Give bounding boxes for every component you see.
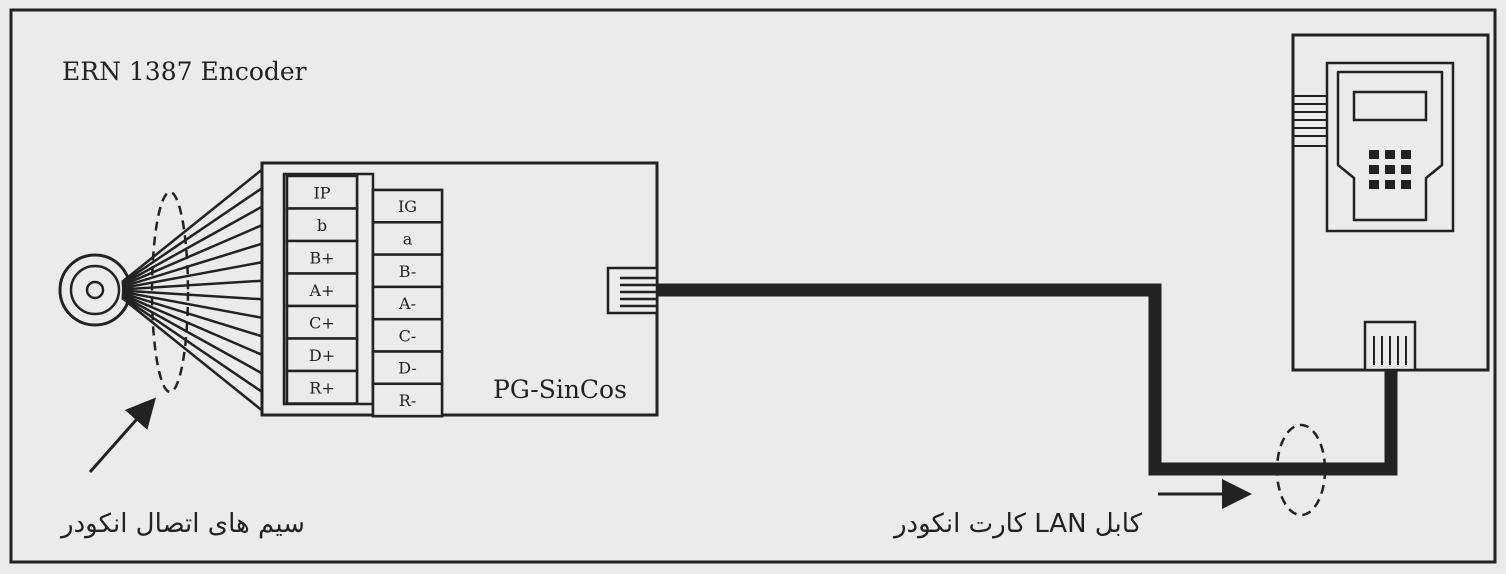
right-terminal xyxy=(371,285,444,321)
encoder-wire xyxy=(121,291,265,339)
encoder-wire xyxy=(121,185,265,285)
left-terminal xyxy=(285,272,359,308)
left-terminal xyxy=(285,304,359,340)
keypad-key xyxy=(1385,150,1395,159)
right-terminal-label: B- xyxy=(399,262,416,281)
wires-label: سیم های اتصال انکودر xyxy=(59,509,305,539)
right-terminal xyxy=(371,253,444,289)
encoder-wire xyxy=(121,294,265,376)
left-terminal xyxy=(285,239,359,275)
left-terminal xyxy=(285,369,359,405)
keypad-key xyxy=(1385,180,1395,189)
keypad-key xyxy=(1369,165,1379,174)
encoder-wire xyxy=(121,289,265,301)
right-terminal-label: C- xyxy=(399,326,417,345)
left-terminal-block: IP bB+ A+ C+ D+ R+ xyxy=(282,172,375,406)
encoder-wire xyxy=(121,295,265,395)
encoder-wire xyxy=(121,167,265,283)
right-terminal xyxy=(371,221,444,256)
encoder-wire xyxy=(121,260,265,290)
encoder-wire xyxy=(121,293,265,357)
cable-highlight-ellipse xyxy=(1275,423,1327,517)
left-terminal-label: B+ xyxy=(309,248,334,267)
left-terminal-label: C+ xyxy=(309,313,335,332)
wires-arrow xyxy=(88,397,156,473)
keypad-key xyxy=(1369,180,1379,189)
right-terminal-label: IG xyxy=(398,197,417,216)
right-terminal-label: R- xyxy=(399,391,416,410)
encoder-wire xyxy=(121,290,265,320)
board-label: PG-SinCos xyxy=(493,375,627,404)
right-terminal-label: D- xyxy=(398,359,417,378)
keypad-icon xyxy=(1336,70,1444,222)
right-terminal-label: A- xyxy=(398,294,416,313)
encoder-wire xyxy=(121,297,265,413)
encoder-label: ERN 1387 Encoder xyxy=(62,57,307,86)
left-terminal xyxy=(285,174,359,210)
left-terminal-label: D+ xyxy=(309,346,335,365)
encoder-wire xyxy=(121,241,265,289)
keypad-key xyxy=(1401,150,1411,159)
wires-highlight-ellipse xyxy=(150,190,190,394)
right-terminal xyxy=(371,188,444,224)
device-lan-port xyxy=(1363,320,1417,372)
right-terminal-block: IG aB- A- C- D- R- xyxy=(371,188,444,418)
encoder-wires xyxy=(121,167,265,413)
left-terminal-label: R+ xyxy=(309,378,334,397)
lan-cable xyxy=(657,283,1398,476)
cable-label: کابل LAN کارت انکودر xyxy=(892,509,1143,539)
keypad-key xyxy=(1385,165,1395,174)
left-terminal-label: b xyxy=(317,216,327,235)
right-terminal-label: a xyxy=(403,229,413,248)
encoder-icon xyxy=(58,253,132,327)
board-lan-port xyxy=(606,266,659,315)
keypad-key xyxy=(1369,150,1379,159)
encoder-wire xyxy=(121,279,265,291)
right-terminal xyxy=(371,382,444,418)
keypad-key xyxy=(1401,180,1411,189)
keypad-key xyxy=(1401,165,1411,174)
left-terminal-label: IP xyxy=(313,183,330,202)
left-terminal-label: A+ xyxy=(309,281,335,300)
encoder-wire xyxy=(121,223,265,287)
encoder-wire xyxy=(121,204,265,286)
